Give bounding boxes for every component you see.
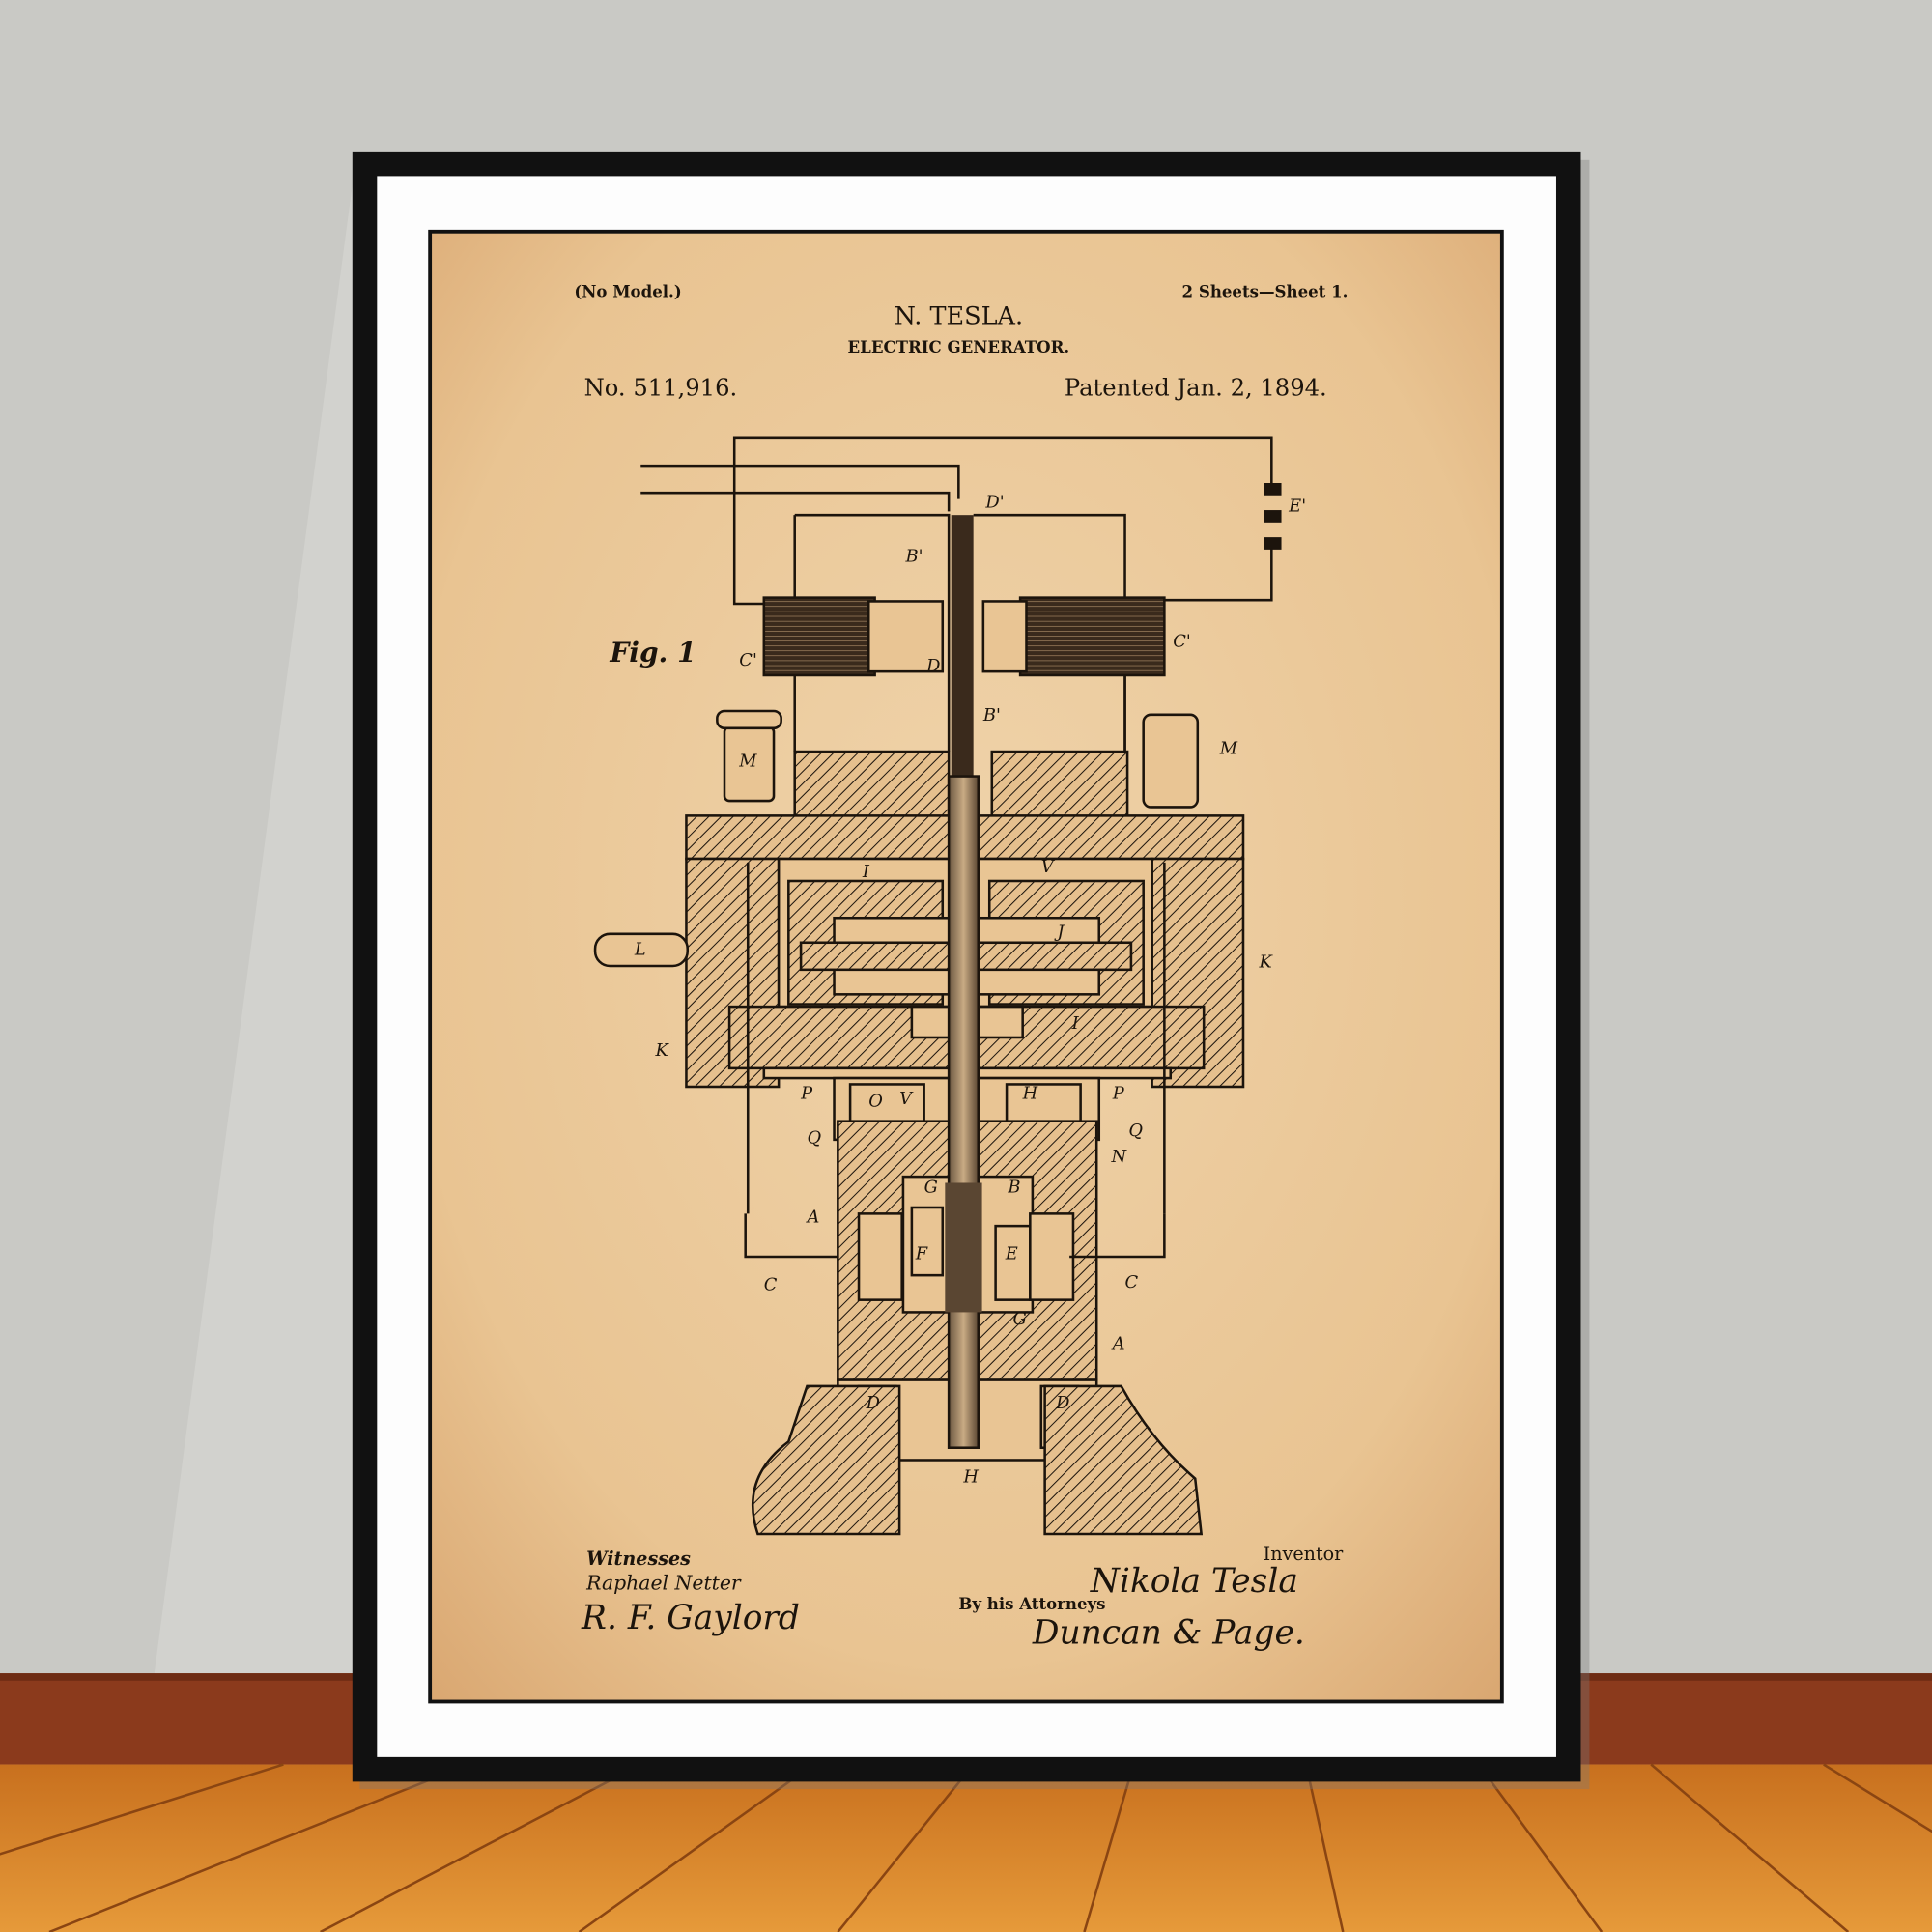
part-label: D' [925, 656, 945, 676]
part-label: C' [1173, 632, 1191, 652]
witnesses-label: Witnesses [586, 1548, 691, 1570]
part-label: P [1112, 1084, 1125, 1104]
part-label: D [866, 1393, 880, 1413]
part-label: D' [984, 493, 1004, 513]
sheets-text: 2 Sheets—Sheet 1. [1182, 281, 1349, 300]
part-label: C' [739, 650, 757, 670]
witness-signature-2: R. F. Gaylord [581, 1599, 800, 1637]
patent-date: Patented Jan. 2, 1894. [1065, 374, 1327, 401]
part-label: M [738, 751, 757, 771]
part-label: B [1007, 1178, 1020, 1198]
patent-title: ELECTRIC GENERATOR. [848, 337, 1070, 356]
part-label: H [1022, 1084, 1038, 1104]
part-label: K [1259, 952, 1274, 972]
part-label: G [924, 1178, 938, 1198]
part-label: B' [905, 547, 923, 567]
figure-label: Fig. 1 [609, 637, 696, 668]
part-label: G [1012, 1309, 1026, 1329]
part-label: I [862, 862, 870, 882]
part-label: Q [1128, 1121, 1143, 1141]
part-label: V [1041, 857, 1056, 877]
part-label: O [868, 1091, 883, 1111]
no-model-text: (No Model.) [574, 281, 681, 300]
part-label: E' [1288, 496, 1306, 516]
witness-signature-1: Raphael Netter [585, 1571, 742, 1594]
part-label: F [915, 1244, 928, 1264]
part-label: I [1071, 1013, 1080, 1034]
attorneys-label: By his Attorneys [958, 1594, 1105, 1613]
wooden-floor [0, 1764, 1932, 1932]
part-label: A [1111, 1334, 1125, 1354]
part-label: J [1054, 923, 1065, 943]
part-label: C [1125, 1272, 1139, 1293]
part-label: D [1055, 1393, 1069, 1413]
inventor-label: Inventor [1264, 1543, 1345, 1565]
wall-shadow [154, 185, 353, 1676]
part-label: C [764, 1274, 778, 1294]
inventor-name: N. TESLA. [895, 301, 1023, 330]
patent-number: No. 511,916. [584, 374, 738, 401]
part-label: Q [807, 1128, 821, 1149]
attorneys-signature: Duncan & Page. [1032, 1614, 1305, 1653]
part-label: V [899, 1089, 914, 1109]
part-label: B' [982, 705, 1001, 725]
part-label: H [962, 1466, 979, 1487]
part-label: N [1111, 1147, 1128, 1167]
floor-planks [0, 1763, 1932, 1932]
part-label: A [805, 1207, 819, 1227]
generator-drawing: D' B' E' C' C' D' B' M M L K K J V I I P… [593, 436, 1306, 1536]
part-label: M [1219, 739, 1238, 759]
part-label: K [655, 1040, 670, 1061]
part-label: L [634, 940, 646, 960]
part-label: P [800, 1084, 813, 1104]
inventor-signature: Nikola Tesla [1090, 1562, 1298, 1601]
part-label: E [1005, 1244, 1018, 1264]
